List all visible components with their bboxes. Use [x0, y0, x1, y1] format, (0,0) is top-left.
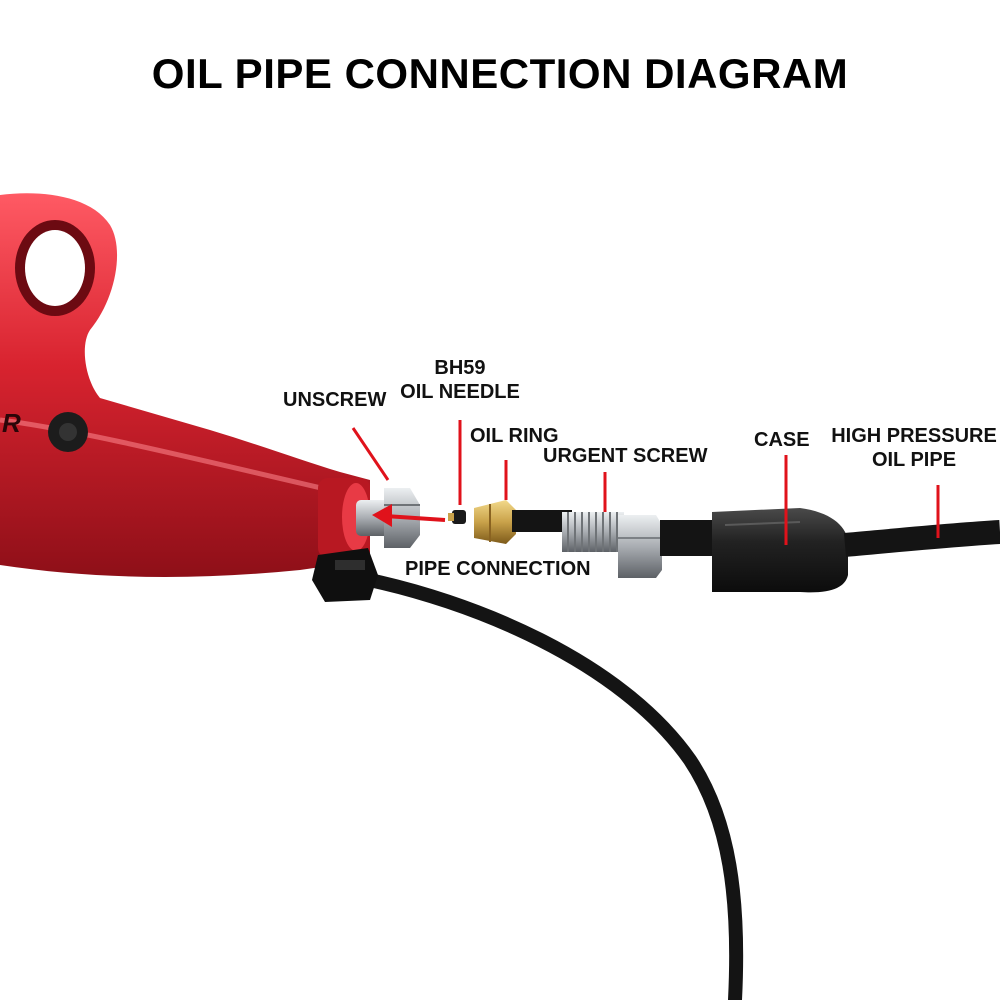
high-pressure-hose [843, 520, 1000, 557]
lower-hose-fitting [312, 548, 378, 602]
label-bh59-line1: BH59 [434, 357, 486, 379]
label-case: CASE [754, 429, 810, 451]
callout-unscrew [351, 427, 390, 481]
brake-lever-body: R [0, 193, 370, 577]
diagram-title: OIL PIPE CONNECTION DIAGRAM [151, 50, 849, 97]
label-high-pressure-line2: OIL PIPE [871, 449, 957, 471]
oil-needle [452, 510, 466, 524]
label-unscrew: UNSCREW [283, 389, 387, 411]
label-urgent-screw: URGENT SCREW [543, 445, 708, 467]
callout-lines [351, 420, 940, 545]
label-bh59-line2: OIL NEEDLE [400, 381, 520, 403]
unscrew-bolt [356, 488, 420, 548]
label-high-pressure-line1: HIGH PRESSURE [831, 425, 997, 447]
lower-hose [353, 571, 744, 1000]
direction-arrow [372, 504, 446, 527]
urgent-screw [562, 512, 662, 578]
label-bh59: BH59 OIL NEEDLE [395, 356, 525, 404]
label-high-pressure: HIGH PRESSURE OIL PIPE [830, 424, 998, 472]
label-oil-ring: OIL RING [470, 425, 559, 447]
lever-logo-text: R [2, 408, 21, 438]
hose-case [712, 508, 848, 593]
oil-ring [474, 500, 516, 544]
label-pipe-connection: PIPE CONNECTION [405, 558, 591, 580]
